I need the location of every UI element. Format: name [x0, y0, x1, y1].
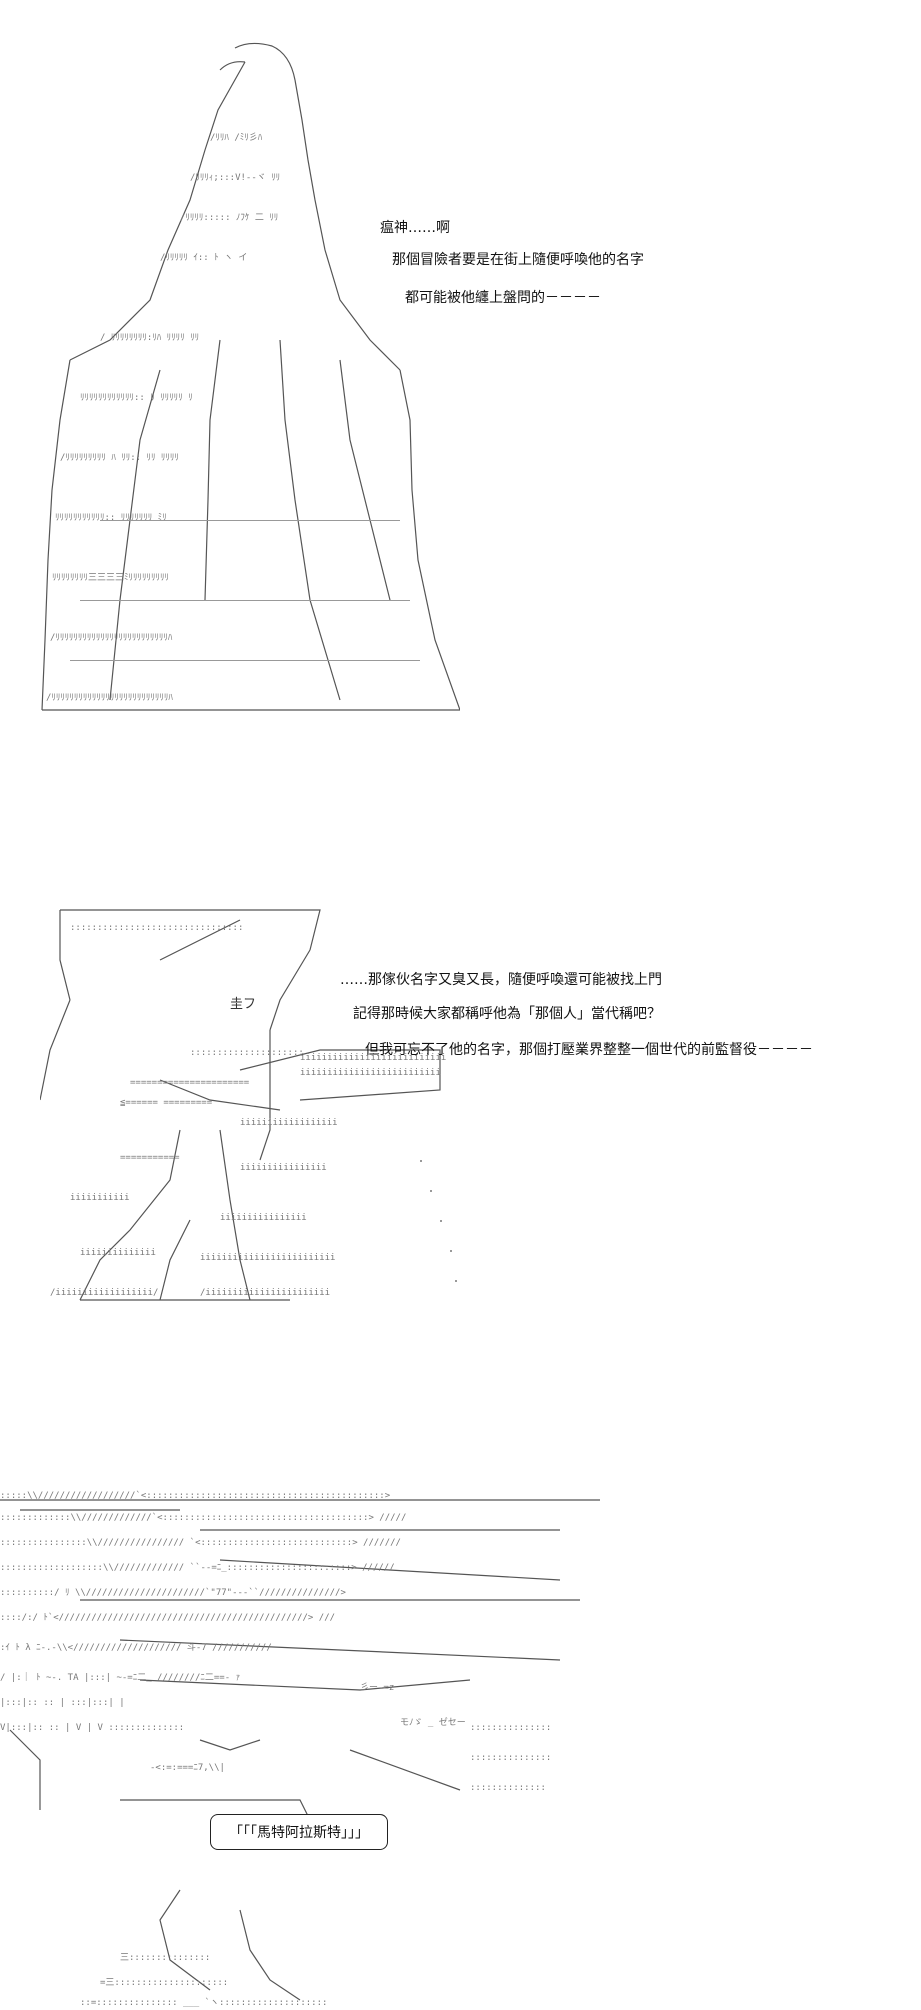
dialogue-line: 都可能被他纏上盤問的－－－－ — [405, 290, 601, 306]
svg-text:::::::::::::::::\\////////////: ::::::::::::::::\\//////////////// `<:::… — [0, 1537, 401, 1548]
panel-3: :::::\\//////////////////`<:::::::::::::… — [0, 1470, 921, 2008]
panel-1: /ﾘﾘﾊ /ﾐﾘ彡ﾊ /ﾘﾘﾘｨ;:::V!--ヾ ﾘﾘ /ﾘﾘﾘﾘ::::: … — [0, 0, 921, 740]
svg-text:ﾘﾘﾘﾘﾘﾘﾘﾘﾘﾘﾘﾘ:: ﾘ ﾘﾘﾘﾘﾘ ﾘ: ﾘﾘﾘﾘﾘﾘﾘﾘﾘﾘﾘﾘ:: ﾘ ﾘﾘﾘﾘﾘ ﾘ — [80, 393, 193, 403]
svg-text:===========: =========== — [120, 1153, 180, 1163]
svg-text:::::::::::/ ﾘ \\/////////////: ::::::::::/ ﾘ \\//////////////////////`"… — [0, 1587, 346, 1598]
svg-text:/ﾘﾘﾘﾘﾘﾘﾘﾘﾘﾘﾘﾘﾘﾘﾘﾘﾘﾘﾘﾘﾘﾘﾘﾘﾘﾘﾊ: /ﾘﾘﾘﾘﾘﾘﾘﾘﾘﾘﾘﾘﾘﾘﾘﾘﾘﾘﾘﾘﾘﾘﾘﾘﾘﾘﾊ — [46, 693, 173, 703]
panel-2: :::::::::::::::::::::::::::::::: :::::::… — [0, 860, 921, 1330]
svg-text:iiiiiiiiiiiiiiii: iiiiiiiiiiiiiiii — [220, 1213, 307, 1223]
svg-text:/ |:｜ ﾄ ~-. TA |:::| ~-=ﾆ二_: / |:｜ ﾄ ~-. TA |:::| ~-=ﾆ二_ ////////ﾆ二==… — [0, 1672, 240, 1683]
svg-text:/ﾘﾘﾘﾘ::::: ﾉﾌｹ 二 ﾘﾘ: /ﾘﾘﾘﾘ::::: ﾉﾌｹ 二 ﾘﾘ — [180, 212, 278, 223]
svg-text:iiiiiiiiiiiiiiiiiiiiiiiii: iiiiiiiiiiiiiiiiiiiiiiiii — [200, 1253, 335, 1263]
svg-text:/ﾘﾘﾘﾘﾘﾘﾘﾘﾘﾘﾘﾘﾘﾘﾘﾘﾘﾘﾘﾘﾘﾘﾘﾘﾘﾊ: /ﾘﾘﾘﾘﾘﾘﾘﾘﾘﾘﾘﾘﾘﾘﾘﾘﾘﾘﾘﾘﾘﾘﾘﾘﾘﾊ — [50, 633, 173, 643]
svg-text:======================: ====================== — [130, 1078, 250, 1088]
svg-text:::=::::::::::::::: ___ `ヽ::: ::=::::::::::::::: ___ `ヽ:::::::::::::::… — [80, 1997, 327, 2008]
dialogue-line: 但我可忘不了他的名字，那個打壓業界整整一個世代的前監督役－－－－ — [365, 1042, 813, 1058]
face-closeup-ascii-art: :::::\\//////////////////`<:::::::::::::… — [0, 1490, 600, 2008]
svg-text:ﾘﾘﾘﾘﾘﾘﾘﾘﾘﾘﾘ:: ﾘﾘﾘﾘﾘﾘﾘ ﾐﾘ: ﾘﾘﾘﾘﾘﾘﾘﾘﾘﾘﾘ:: ﾘﾘﾘﾘﾘﾘﾘ ﾐﾘ — [55, 513, 167, 523]
speech-bubble: 「「「馬特阿拉斯特」」」 — [210, 1814, 388, 1850]
dialogue-line: 瘟神……啊 — [380, 220, 450, 236]
svg-text:V|:::|:: :: | V | V: V|:::|:: :: | V | V :::::::::::::: — [0, 1723, 184, 1733]
svg-text::::::::::::::::: ::::::::::::::: — [470, 1723, 551, 1733]
svg-text:/ ﾘﾘﾘﾘﾘﾘﾘﾘ:ﾘﾊ ﾘﾘﾘﾘ ﾘﾘ: / ﾘﾘﾘﾘﾘﾘﾘﾘ:ﾘﾊ ﾘﾘﾘﾘ ﾘﾘ — [100, 333, 199, 343]
svg-text:/ﾘﾘﾘｨ;:::V!--ヾ ﾘﾘ: /ﾘﾘﾘｨ;:::V!--ヾ ﾘﾘ — [190, 173, 280, 183]
svg-text::::::\\//////////////////`<:::: :::::\\//////////////////`<:::::::::::::… — [0, 1490, 391, 1501]
svg-text:彡ー-=z: 彡ー-=z — [360, 1682, 394, 1693]
svg-text:≦====== =========: ≦====== ========= — [120, 1098, 213, 1108]
svg-text:::::::::::::::: :::::::::::::: — [470, 1783, 546, 1793]
dialogue-line: 那個冒險者要是在街上隨便呼喚他的名字 — [392, 252, 644, 268]
svg-text:iiiiiiiiiii: iiiiiiiiiii — [70, 1193, 130, 1203]
svg-text::::::::::::::::::::\\/////////: :::::::::::::::::::\\///////////// ``--=… — [0, 1562, 395, 1573]
svg-text:/ﾘﾘﾘﾘﾘ ｲ:: ﾄ ヽ イ: /ﾘﾘﾘﾘﾘ ｲ:: ﾄ ヽ イ — [160, 253, 247, 263]
svg-text:/iiiiiiiiiiiiiiiiii/: /iiiiiiiiiiiiiiiiii/ — [50, 1288, 158, 1298]
svg-text:iiiiiiiiiiiiiiii: iiiiiiiiiiiiiiii — [240, 1163, 327, 1173]
svg-text:iiiiiiiiiiiiiiiiii: iiiiiiiiiiiiiiiiii — [240, 1118, 338, 1128]
svg-text:iiiiiiiiiiiiiiiiiiiiiiiiiii: iiiiiiiiiiiiiiiiiiiiiiiiiii — [300, 1053, 446, 1063]
svg-text:iiiiiiiiiiiiiiiiiiiiiiiiii: iiiiiiiiiiiiiiiiiiiiiiiiii — [300, 1068, 441, 1078]
svg-text:/iiiiiiiiiiiiiiiiiiiiiii: /iiiiiiiiiiiiiiiiiiiiiii — [200, 1288, 330, 1298]
seated-figure-ascii-art: :::::::::::::::::::::::::::::::: :::::::… — [40, 909, 457, 1301]
svg-text:三:::::::::::::::: 三::::::::::::::: — [120, 1953, 210, 1963]
svg-text:::::::::::::::::::::::::::::::: :::::::::::::::::::::::::::::::: — [70, 923, 243, 933]
svg-text:iiiiiiiiiiiiii: iiiiiiiiiiiiii — [80, 1248, 156, 1258]
svg-text:=三:::::::::::::::::::::: =三::::::::::::::::::::: — [100, 1978, 228, 1988]
svg-text::::::::::::::\\/////////////`<: :::::::::::::\\/////////////`<::::::::::… — [0, 1512, 406, 1523]
hooded-figure-ascii-art: /ﾘﾘﾊ /ﾐﾘ彡ﾊ /ﾘﾘﾘｨ;:::V!--ヾ ﾘﾘ /ﾘﾘﾘﾘ::::: … — [41, 42, 460, 711]
svg-text:::::/:/ ﾄ`<//////////////////: ::::/:/ ﾄ`</////////////////////////////… — [0, 1612, 335, 1623]
svg-text:/ﾘﾘﾘﾘﾘﾘﾘﾘﾘ ﾊ ﾘﾘ:: ﾘﾘ ﾘﾘﾘﾘ: /ﾘﾘﾘﾘﾘﾘﾘﾘﾘ ﾊ ﾘﾘ:: ﾘﾘ ﾘﾘﾘﾘ — [60, 453, 179, 463]
dialogue-line: ……那傢伙名字又臭又長，隨便呼喚還可能被找上門 — [340, 972, 662, 988]
svg-text::ｲ ﾄ λ ﾆ-.-\\<//////////: :ｲ ﾄ λ ﾆ-.-\\<//////////////////// 斗‐7 /… — [0, 1642, 272, 1653]
svg-text::::::::::::::::: ::::::::::::::: — [470, 1753, 551, 1763]
svg-text:/ﾘﾘﾊ /ﾐﾘ彡ﾊ: /ﾘﾘﾊ /ﾐﾘ彡ﾊ — [210, 132, 263, 143]
art-label: 圭フ — [230, 997, 256, 1012]
dialogue-line: 記得那時候大家都稱呼他為「那個人」當代稱吧？ — [353, 1006, 661, 1022]
svg-text:ﾘﾘﾘﾘﾘﾘﾘﾘ三三三三ﾐﾘﾘﾘﾘﾘﾘﾘﾘﾘ: ﾘﾘﾘﾘﾘﾘﾘﾘ三三三三ﾐﾘﾘﾘﾘﾘﾘﾘﾘﾘ — [52, 573, 169, 583]
svg-text:|:::|:: :: | :::|:::| |: |:::|:: :: | :::|:::| | — [0, 1698, 125, 1708]
svg-text:モﾉゞ _ ゼセー: モﾉゞ _ ゼセー — [400, 1716, 466, 1728]
svg-text:‐<:=:===ﾆ7,\\|: ‐<:=:===ﾆ7,\\| — [150, 1763, 225, 1773]
svg-text::::::::::::::::::::::: ::::::::::::::::::::: — [190, 1048, 304, 1058]
speech-bubble-text: 「「「馬特阿拉斯特」」」 — [229, 1825, 369, 1841]
